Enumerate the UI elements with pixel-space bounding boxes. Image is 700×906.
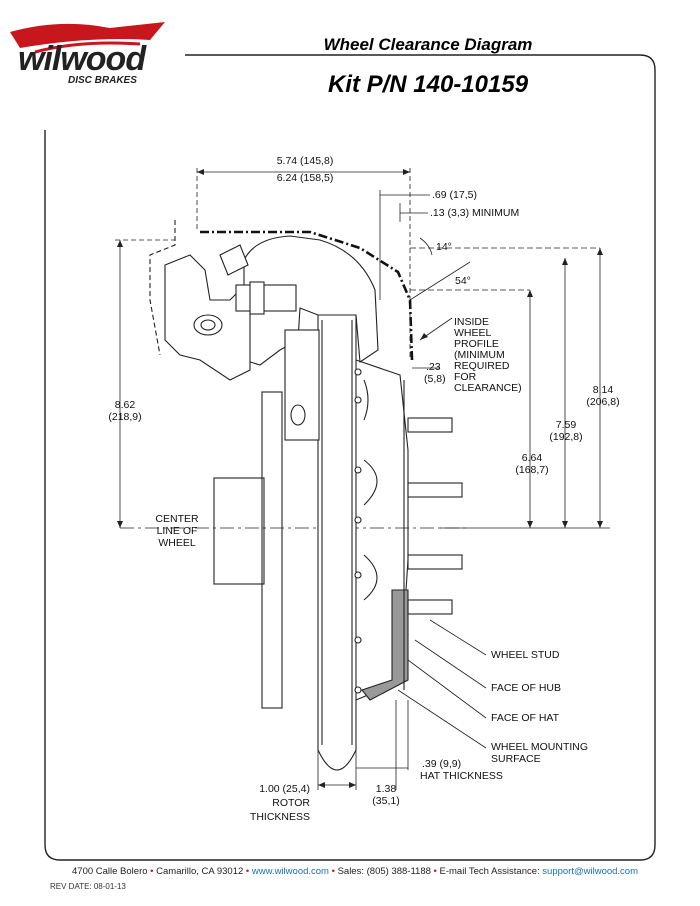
svg-text:PROFILE: PROFILE <box>454 338 499 350</box>
svg-text:THICKNESS: THICKNESS <box>250 811 310 823</box>
svg-text:CLEARANCE): CLEARANCE) <box>454 382 522 394</box>
footer-city: Camarillo, CA 93012 <box>156 866 244 877</box>
angle-14: 14° <box>436 241 452 253</box>
wilwood-logo: wilwood DISC BRAKES <box>10 22 165 86</box>
svg-text:(192,8): (192,8) <box>549 431 582 443</box>
label-face-of-hat: FACE OF HAT <box>491 712 560 724</box>
dim-814: 8.14 <box>593 384 614 396</box>
inside-wheel-profile <box>200 230 414 361</box>
rev-date: REV DATE: 08-01-13 <box>50 882 126 891</box>
brake-assembly <box>120 220 470 771</box>
footer-website-link[interactable]: www.wilwood.com <box>251 866 329 877</box>
svg-text:WHEEL: WHEEL <box>454 327 492 339</box>
dim-138: 1.38 <box>376 783 397 795</box>
svg-text:INSIDE: INSIDE <box>454 316 489 328</box>
logo-tagline: DISC BRAKES <box>68 75 137 86</box>
svg-text:(35,1): (35,1) <box>372 795 399 807</box>
dim-039: .39 (9,9) <box>422 758 461 770</box>
svg-text:(218,9): (218,9) <box>108 411 141 423</box>
svg-text:FOR: FOR <box>454 371 477 383</box>
dimension-lines <box>115 168 610 790</box>
dim-023: .23 <box>426 361 441 373</box>
svg-text:WHEEL: WHEEL <box>158 537 196 549</box>
footer-contact: 4700 Calle Bolero • Camarillo, CA 93012 … <box>72 866 639 877</box>
dim-624: 6.24 (158,5) <box>277 172 334 184</box>
svg-text:(206,8): (206,8) <box>586 396 619 408</box>
frame-border <box>44 54 656 861</box>
footer-sales: Sales: (805) 388-1188 <box>337 866 431 877</box>
page-title: Wheel Clearance Diagram <box>324 35 533 54</box>
kit-number: Kit P/N 140-10159 <box>328 71 529 98</box>
dim-100: 1.00 (25,4) <box>259 783 310 795</box>
dim-862: 8.62 <box>115 399 136 411</box>
svg-text:(MINIMUM: (MINIMUM <box>454 349 505 361</box>
svg-text:ROTOR: ROTOR <box>272 797 310 809</box>
dim-013: .13 (3,3) MINIMUM <box>430 207 519 219</box>
footer-address: 4700 Calle Bolero <box>72 866 148 877</box>
label-wheel-stud: WHEEL STUD <box>491 649 560 661</box>
label-mounting-surface: WHEEL MOUNTING <box>491 741 588 753</box>
svg-text:(168,7): (168,7) <box>515 464 548 476</box>
dimension-arrows <box>117 169 603 788</box>
dim-664: 6.64 <box>522 452 543 464</box>
footer-email-link[interactable]: support@wilwood.com <box>542 866 639 877</box>
svg-text:HAT THICKNESS: HAT THICKNESS <box>420 770 503 782</box>
dim-574: 5.74 (145,8) <box>277 155 334 167</box>
center-line-label: CENTER <box>155 513 199 525</box>
label-face-of-hub: FACE OF HUB <box>491 682 561 694</box>
logo-word: wilwood <box>18 40 147 78</box>
svg-text:LINE OF: LINE OF <box>157 525 198 537</box>
angle-54: 54° <box>455 275 471 287</box>
svg-text:(5,8): (5,8) <box>424 373 446 385</box>
footer-email-label: E-mail Tech Assistance: <box>439 866 540 877</box>
dim-759: 7.59 <box>556 419 577 431</box>
svg-text:REQUIRED: REQUIRED <box>454 360 510 372</box>
dim-069: .69 (17,5) <box>432 189 477 201</box>
dimension-text: 5.74 (145,8) 6.24 (158,5) .69 (17,5) .13… <box>108 155 619 823</box>
svg-text:SURFACE: SURFACE <box>491 753 541 765</box>
